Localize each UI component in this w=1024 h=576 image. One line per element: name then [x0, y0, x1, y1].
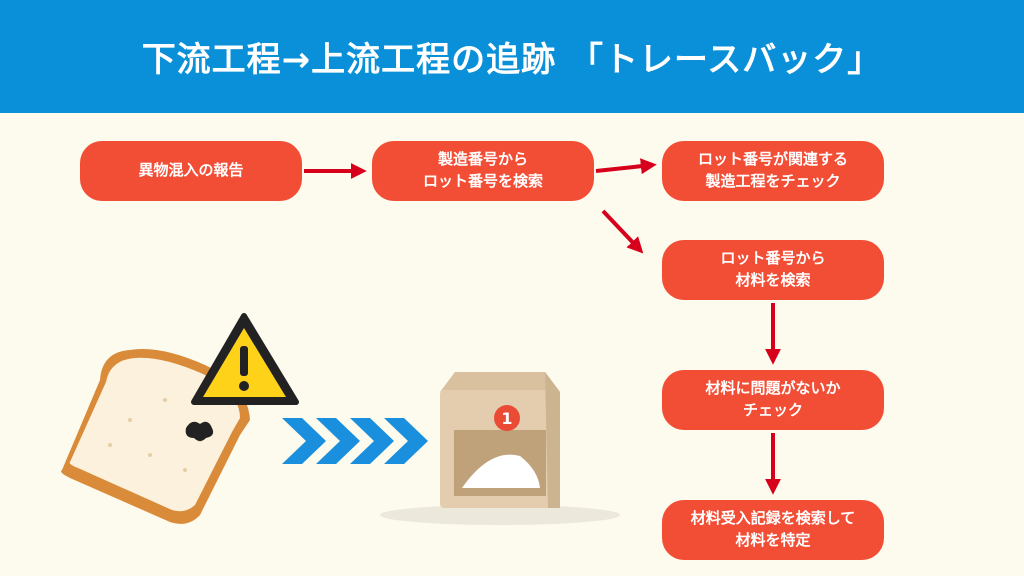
step-identify-material-label: 材料受入記録を検索して 材料を特定 [690, 509, 856, 549]
step-identify-material: 材料受入記録を検索して 材料を特定 [662, 500, 884, 560]
step-check-process: ロット番号が関連する 製造工程をチェック [662, 141, 884, 201]
warning-icon [191, 313, 299, 405]
header-bar: 下流工程→上流工程の追跡 「トレースバック」 [0, 0, 1024, 113]
bag-label: 1 [501, 409, 512, 428]
step-search-material-label: ロット番号から 材料を検索 [720, 249, 826, 289]
step-check-process-label: ロット番号が関連する 製造工程をチェック [697, 150, 848, 190]
step-report: 異物混入の報告 [80, 141, 302, 201]
step-search-lot: 製造番号から ロット番号を検索 [372, 141, 594, 201]
flour-bag-icon: 1 [380, 372, 620, 525]
step-search-material: ロット番号から 材料を検索 [662, 240, 884, 300]
step-report-label: 異物混入の報告 [138, 161, 244, 180]
step-check-material-label: 材料に問題がないか チェック [705, 379, 841, 419]
arrow-search-lot-to-check-process [595, 158, 657, 175]
step-search-lot-label: 製造番号から ロット番号を検索 [422, 150, 543, 190]
arrow-search-lot-to-search-material [601, 209, 644, 254]
chevron-arrows-icon [282, 418, 428, 464]
step-check-material: 材料に問題がないか チェック [662, 370, 884, 430]
page-title: 下流工程→上流工程の追跡 「トレースバック」 [141, 40, 883, 80]
